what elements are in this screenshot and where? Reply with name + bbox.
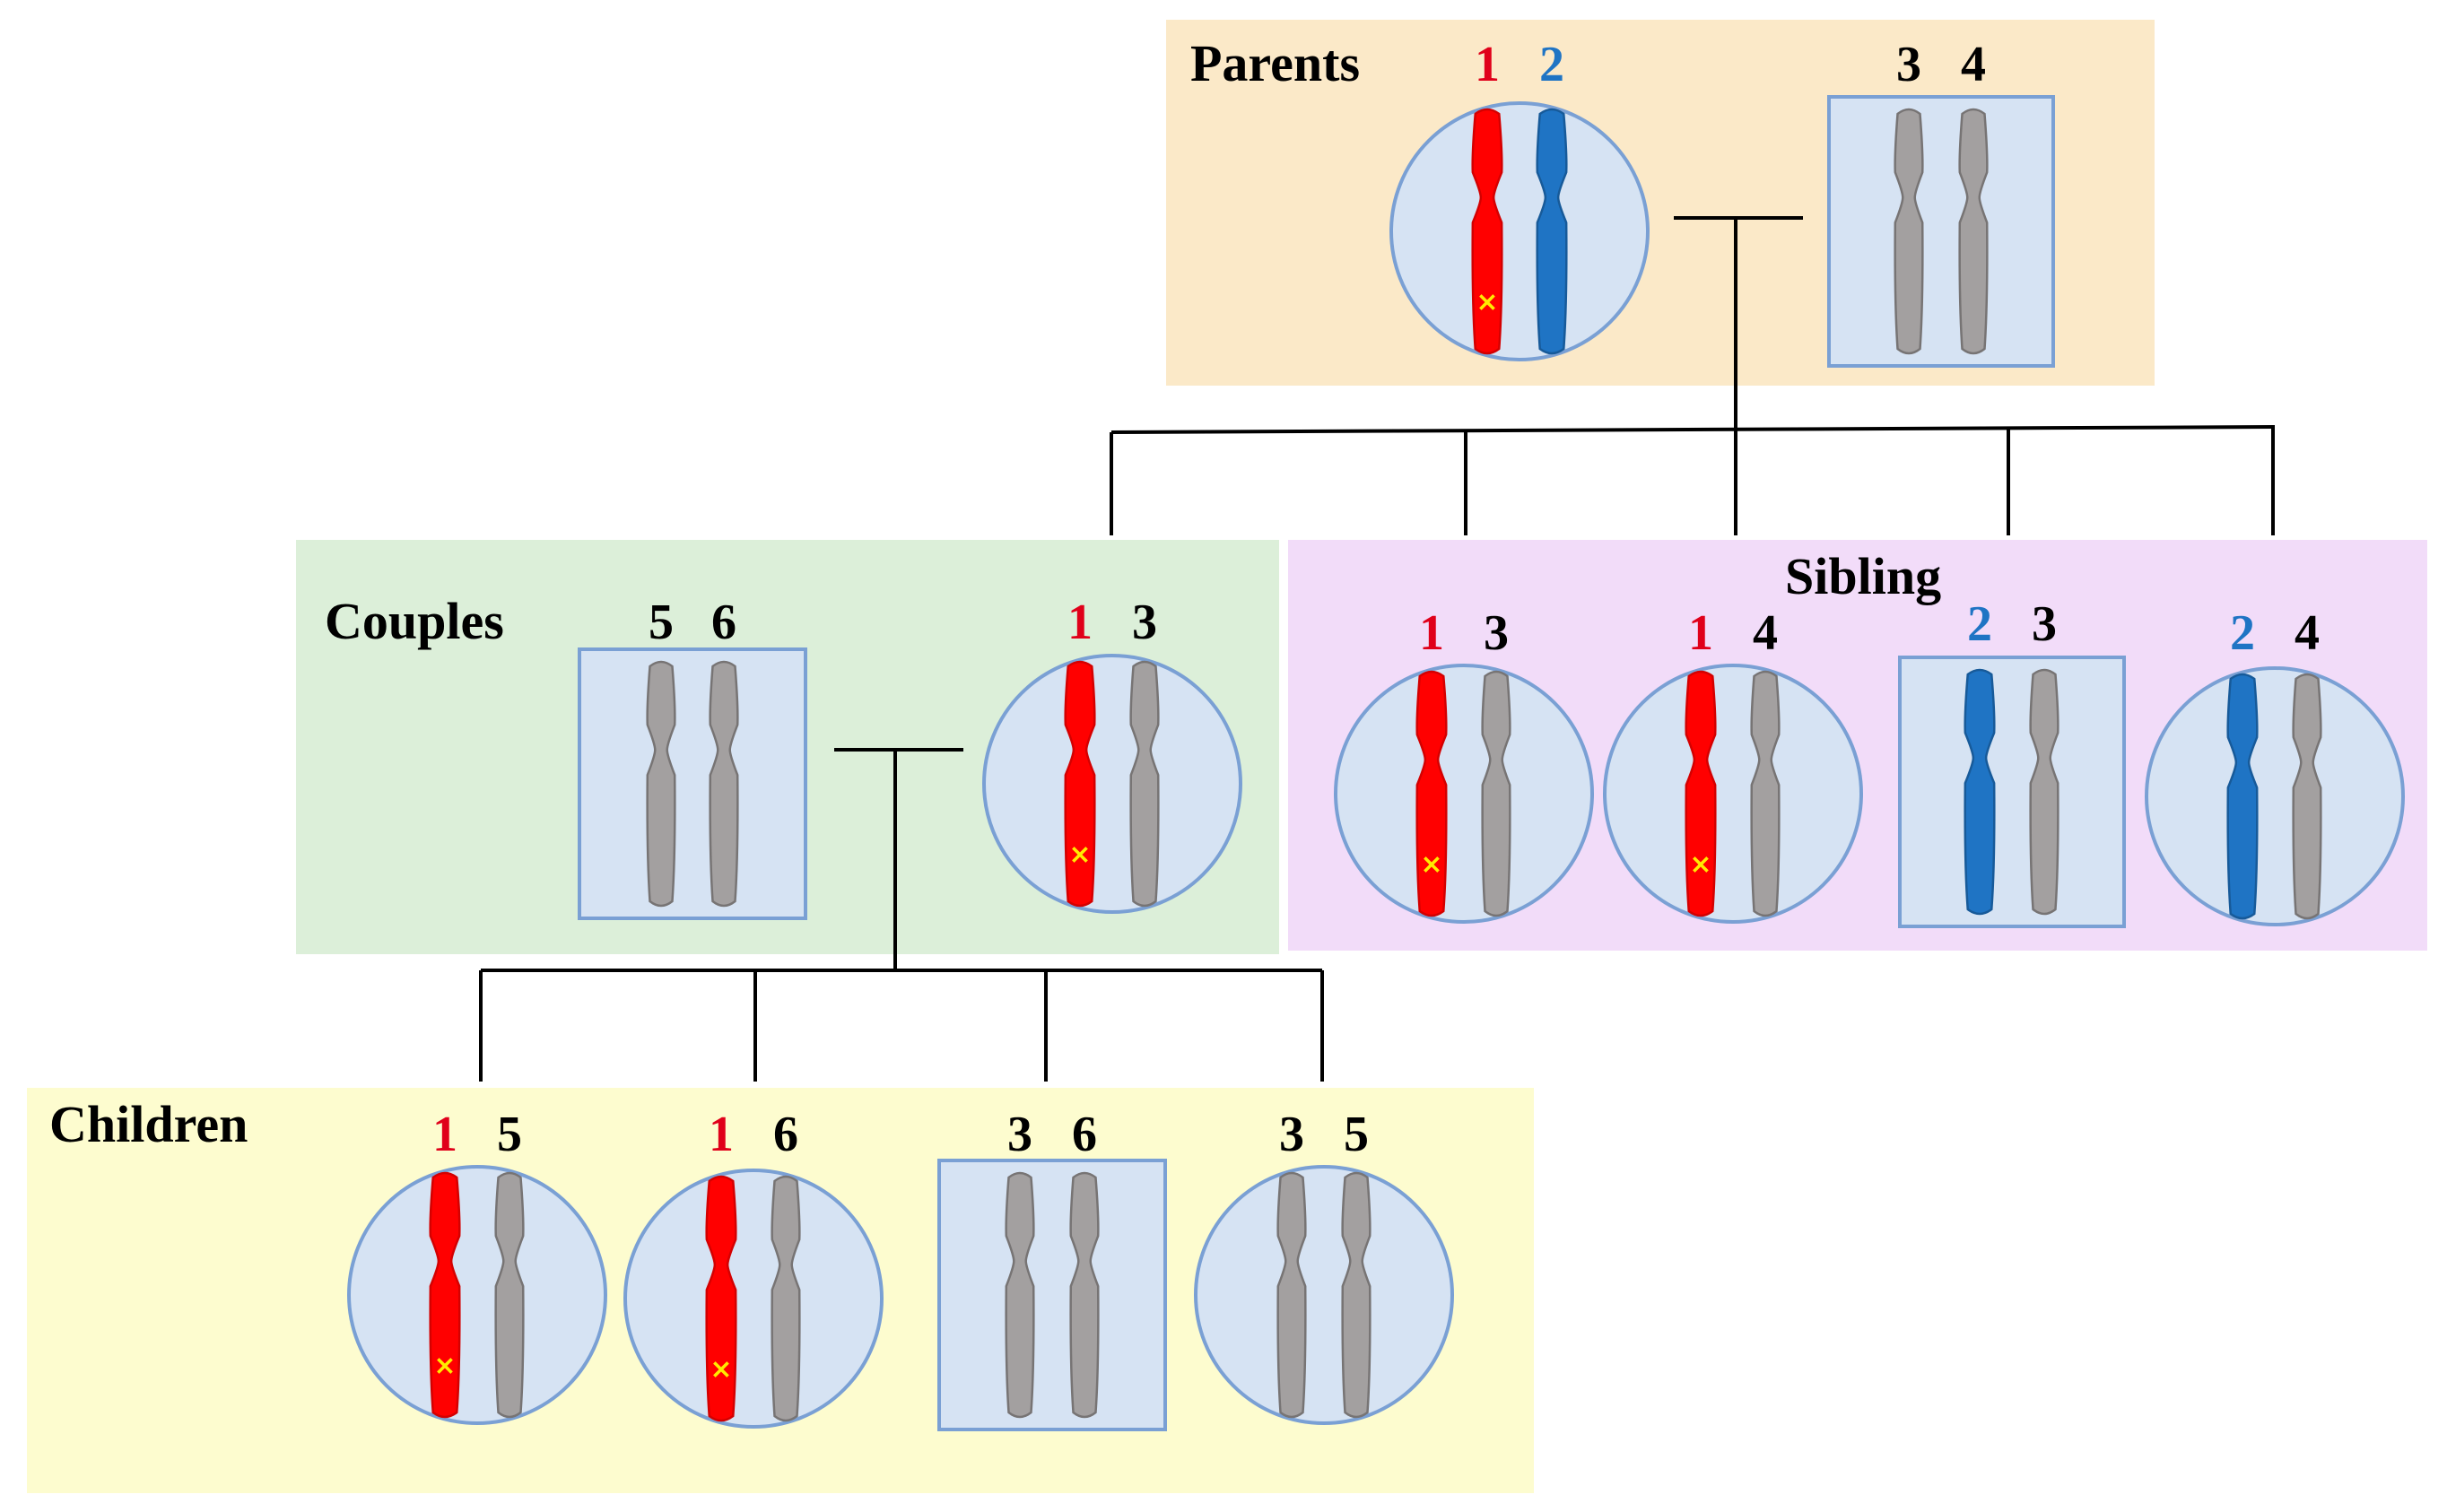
parents-title: Parents <box>1190 34 1360 92</box>
chromosome-4 <box>2292 673 2322 920</box>
mutation-mark: × <box>1689 849 1711 881</box>
female-individual: 1 × 3 <box>1334 605 1594 924</box>
chromosome-label: 2 <box>2230 605 2255 661</box>
chromosome-label: 1 <box>1067 595 1093 650</box>
children-title: Children <box>49 1095 248 1153</box>
chromosome-label: 1 <box>1688 605 1713 661</box>
chromosome-6 <box>1069 1171 1100 1419</box>
chromosome-4 <box>1958 108 1989 355</box>
female-cell-circle <box>1389 101 1650 361</box>
chromosome-1 <box>1471 108 1503 355</box>
chromosome-5 <box>646 660 676 908</box>
chromosome-label: 1 <box>709 1107 734 1162</box>
chromosome-label: 3 <box>1896 37 1921 92</box>
chromosome-1 <box>705 1175 737 1422</box>
chromosome-3 <box>2029 668 2059 916</box>
female-cell-circle <box>1334 664 1594 924</box>
chromosome-label: 6 <box>711 595 736 650</box>
mutation-mark: × <box>433 1351 456 1382</box>
male-cell-square <box>578 647 807 920</box>
chromosome-label: 1 <box>432 1107 457 1162</box>
chromosome-2 <box>1536 108 1568 355</box>
chromosome-label: 2 <box>1539 37 1564 92</box>
chromosome-1 <box>1064 660 1096 908</box>
connector-lines <box>479 216 2276 1082</box>
mutation-mark: × <box>1420 849 1442 881</box>
female-cell-circle <box>982 654 1242 914</box>
chromosome-1 <box>1415 670 1448 917</box>
chromosome-label: 1 <box>1419 605 1444 661</box>
chromosome-5 <box>494 1171 525 1419</box>
chromosome-label: 5 <box>649 595 674 650</box>
sibling-title: Sibling <box>1785 547 1941 605</box>
chromosome-3 <box>1005 1171 1035 1419</box>
sibship-line <box>1110 425 2276 434</box>
chromosome-label: 3 <box>1007 1107 1032 1162</box>
female-cell-circle <box>623 1169 884 1429</box>
chromosome-label: 2 <box>1967 596 1992 652</box>
chromosome-label: 3 <box>1484 605 1509 661</box>
chromosome-label: 4 <box>2295 605 2320 661</box>
chromosome-6 <box>709 660 739 908</box>
female-cell-circle <box>1603 664 1863 924</box>
chromosome-3 <box>1276 1171 1307 1419</box>
couples-title: Couples <box>325 592 504 650</box>
chromosome-3 <box>1481 670 1511 917</box>
mutation-mark: × <box>1068 839 1091 871</box>
chromosome-label: 3 <box>1279 1107 1304 1162</box>
chromosome-label: 3 <box>2032 596 2057 652</box>
chromosome-label: 1 <box>1475 37 1500 92</box>
female-individual: 1 × 4 <box>1603 605 1863 924</box>
chromosome-6 <box>771 1175 801 1422</box>
male-cell-square <box>1827 95 2055 368</box>
female-individual: 1 × 3 <box>982 595 1242 914</box>
female-cell-circle <box>1194 1165 1454 1425</box>
chromosome-label: 5 <box>1344 1107 1369 1162</box>
chromosome-3 <box>1894 108 1924 355</box>
mutation-mark: × <box>710 1354 732 1386</box>
male-cell-square <box>1898 656 2126 928</box>
female-individual: 1 × 2 <box>1389 37 1650 361</box>
chromosome-1 <box>1685 670 1717 917</box>
chromosome-2 <box>1964 668 1996 916</box>
chromosome-2 <box>2226 673 2259 920</box>
chromosome-label: 4 <box>1753 605 1778 661</box>
female-cell-circle <box>347 1165 607 1425</box>
female-individual: 1 × 6 <box>623 1107 884 1429</box>
chromosome-3 <box>1129 660 1160 908</box>
chromosome-4 <box>1750 670 1781 917</box>
chromosome-label: 4 <box>1961 37 1986 92</box>
chromosome-5 <box>1341 1171 1372 1419</box>
female-individual: 1 × 5 <box>347 1107 607 1425</box>
chromosome-label: 6 <box>1072 1107 1097 1162</box>
chromosome-label: 6 <box>773 1107 798 1162</box>
chromosome-label: 3 <box>1132 595 1157 650</box>
mutation-mark: × <box>1476 287 1498 318</box>
chromosome-1 <box>429 1171 461 1419</box>
male-cell-square <box>937 1159 1167 1431</box>
female-cell-circle <box>2145 666 2405 926</box>
chromosome-label: 5 <box>497 1107 522 1162</box>
